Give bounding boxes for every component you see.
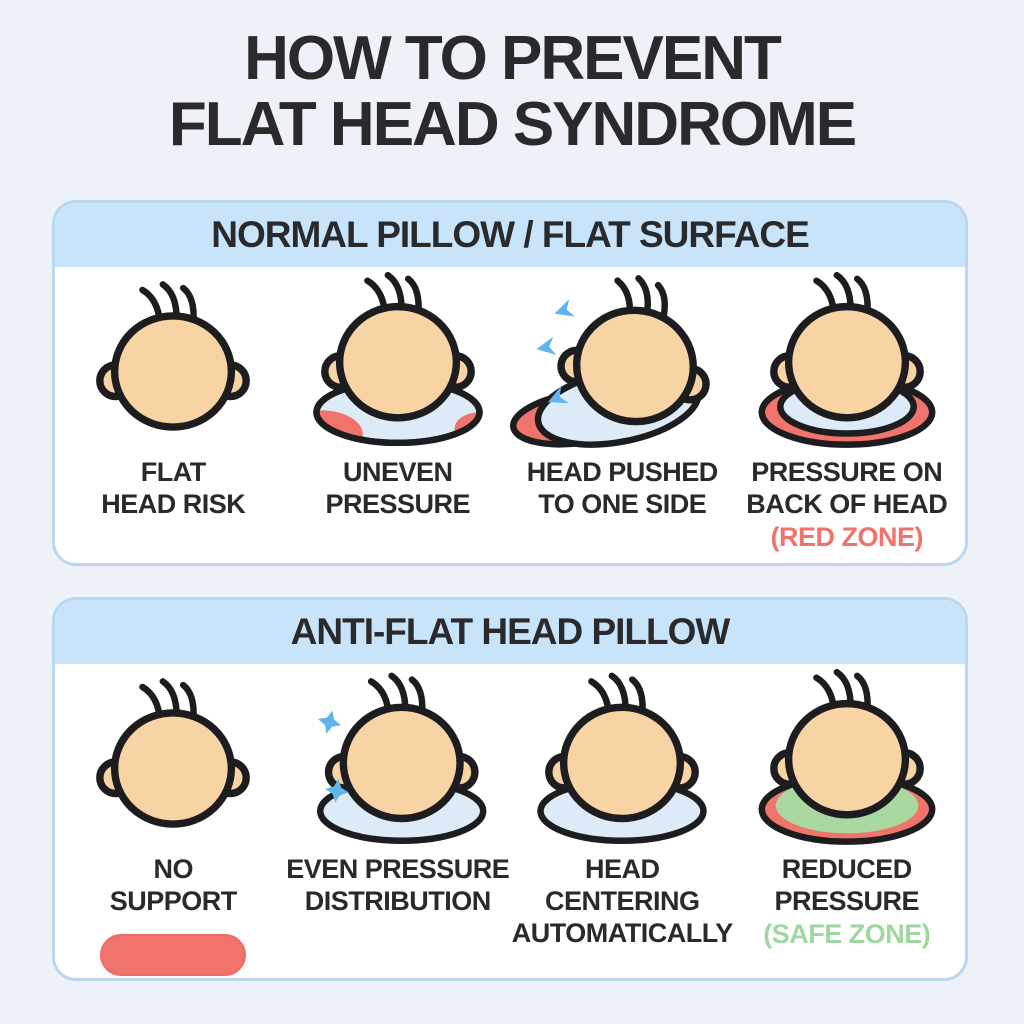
item-pressure-back-label: PRESSURE ON BACK OF HEAD (RED ZONE) (746, 457, 948, 552)
item-no-support-label: NO SUPPORT (109, 854, 238, 916)
red-zone-note: (RED ZONE) (770, 521, 924, 552)
baby-head-icon (71, 674, 275, 850)
baby-head-safe-zone-pillow-icon (745, 674, 949, 850)
item-no-support: NO SUPPORT (61, 674, 286, 976)
item-even-pressure: EVEN PRESSURE DISTRIBUTION (286, 674, 511, 976)
page-title: HOW TO PREVENT FLAT HEAD SYNDROME (0, 26, 1024, 157)
page-title-line1: HOW TO PREVENT (244, 24, 782, 93)
item-head-pushed-label: HEAD PUSHED TO ONE SIDE (526, 457, 719, 519)
panel-anti-flat-pillow: ANTI-FLAT HEAD PILLOW NO SUPPORT (52, 597, 968, 981)
panel-normal-pillow-header: NORMAL PILLOW / FLAT SURFACE (55, 203, 965, 267)
baby-head-icon (71, 277, 275, 453)
baby-head-pushed-aside-icon (510, 277, 724, 453)
item-reduced-pressure-label: REDUCED PRESSURE (SAFE ZONE) (763, 854, 931, 949)
item-uneven-pressure-label: UNEVEN PRESSURE (325, 457, 471, 519)
panel-anti-flat-pillow-body: NO SUPPORT EVEN PRESSURE DISTRIBUTIO (55, 664, 965, 976)
baby-head-uneven-pressure-pillow-icon (296, 277, 500, 453)
page-title-line2: FLAT HEAD SYNDROME (168, 89, 857, 159)
item-reduced-pressure: REDUCED PRESSURE (SAFE ZONE) (735, 674, 960, 976)
baby-head-red-zone-pillow-icon (745, 277, 949, 453)
item-head-centering: HEAD CENTERING AUTOMATICALLY (510, 674, 735, 976)
item-head-pushed: HEAD PUSHED TO ONE SIDE (510, 277, 735, 554)
item-head-centering-label: HEAD CENTERING AUTOMATICALLY (511, 854, 733, 948)
panel-normal-pillow-body: FLAT HEAD RISK (55, 267, 965, 554)
item-even-pressure-label: EVEN PRESSURE DISTRIBUTION (286, 854, 510, 916)
red-risk-indicator (100, 933, 247, 976)
baby-head-centered-pillow-icon (520, 674, 724, 850)
safe-zone-note: (SAFE ZONE) (763, 918, 931, 949)
panel-normal-pillow: NORMAL PILLOW / FLAT SURFACE FLAT HEAD R… (52, 200, 968, 566)
item-flat-head-risk: FLAT HEAD RISK (61, 277, 286, 554)
baby-head-even-pressure-pillow-icon (296, 674, 500, 850)
panel-anti-flat-pillow-header: ANTI-FLAT HEAD PILLOW (55, 600, 965, 664)
item-flat-head-risk-label: FLAT HEAD RISK (101, 457, 246, 519)
item-pressure-back: PRESSURE ON BACK OF HEAD (RED ZONE) (735, 277, 960, 554)
item-uneven-pressure: UNEVEN PRESSURE (286, 277, 511, 554)
